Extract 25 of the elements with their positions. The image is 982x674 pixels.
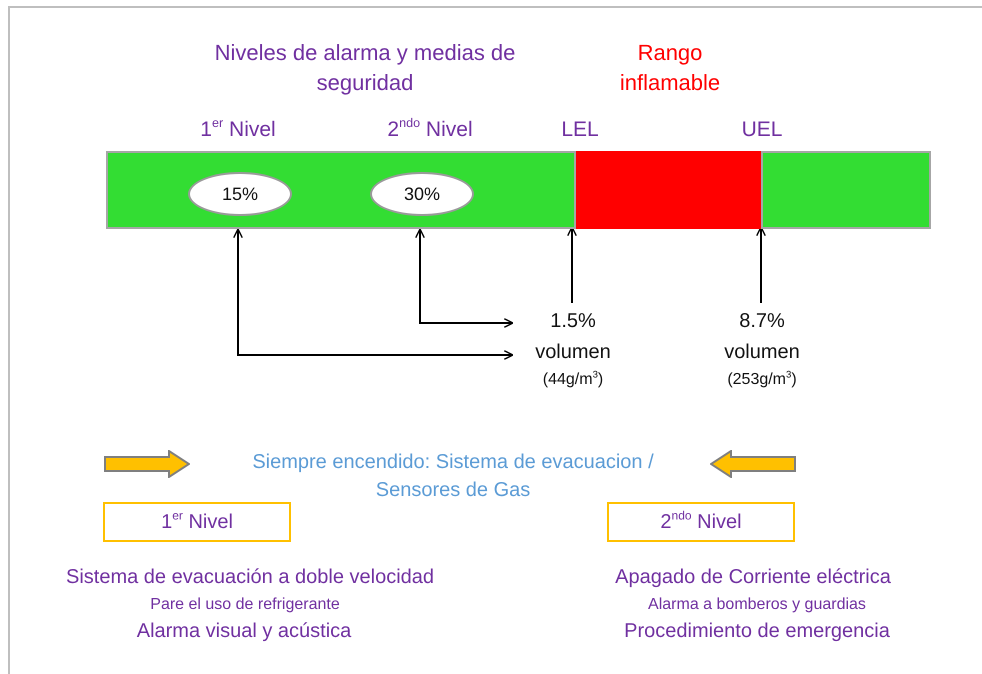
limit-label: LEL	[560, 117, 600, 143]
arrow	[232, 228, 514, 360]
value-text: 8.7% volumen	[723, 309, 801, 365]
level-label: 1$^{er}$ Nivel	[199, 116, 277, 143]
range-bar	[106, 151, 931, 229]
arrow	[414, 228, 514, 328]
action-text: Apagado de Corriente eléctrica	[614, 565, 892, 590]
percent-ellipse: 15%	[188, 172, 292, 216]
action-text: Sistema de evacuación a doble velocidad	[64, 565, 436, 590]
value-text: 1.5% volumen	[534, 309, 612, 365]
action-text: Pare el uso de refrigerante	[149, 595, 341, 615]
action-text: Alarma a bomberos y guardias	[647, 595, 867, 615]
level-box: 2$^{ndo}$ Nivel	[607, 502, 795, 542]
range-heading: Rango inflamable	[618, 39, 722, 97]
flammable-segment	[574, 151, 763, 229]
value-text: (44g/m$^{3}$)	[542, 368, 604, 390]
percent-ellipse: 30%	[370, 172, 474, 216]
value-text: (253g/m$^{3}$)	[727, 368, 797, 390]
heading-text: Niveles de alarma y medias de seguridad	[214, 39, 516, 97]
note-text: Siempre encendido: Sistema de evacuacion / Sensores de Gas	[251, 450, 655, 503]
action-text: Alarma visual y acústica	[136, 619, 352, 644]
action-text: Procedimiento de emergencia	[623, 619, 891, 644]
level-label: 2$^{ndo}$ Nivel	[386, 116, 474, 143]
level-box: 1$^{er}$ Nivel	[103, 502, 291, 542]
limit-label: UEL	[740, 117, 784, 143]
